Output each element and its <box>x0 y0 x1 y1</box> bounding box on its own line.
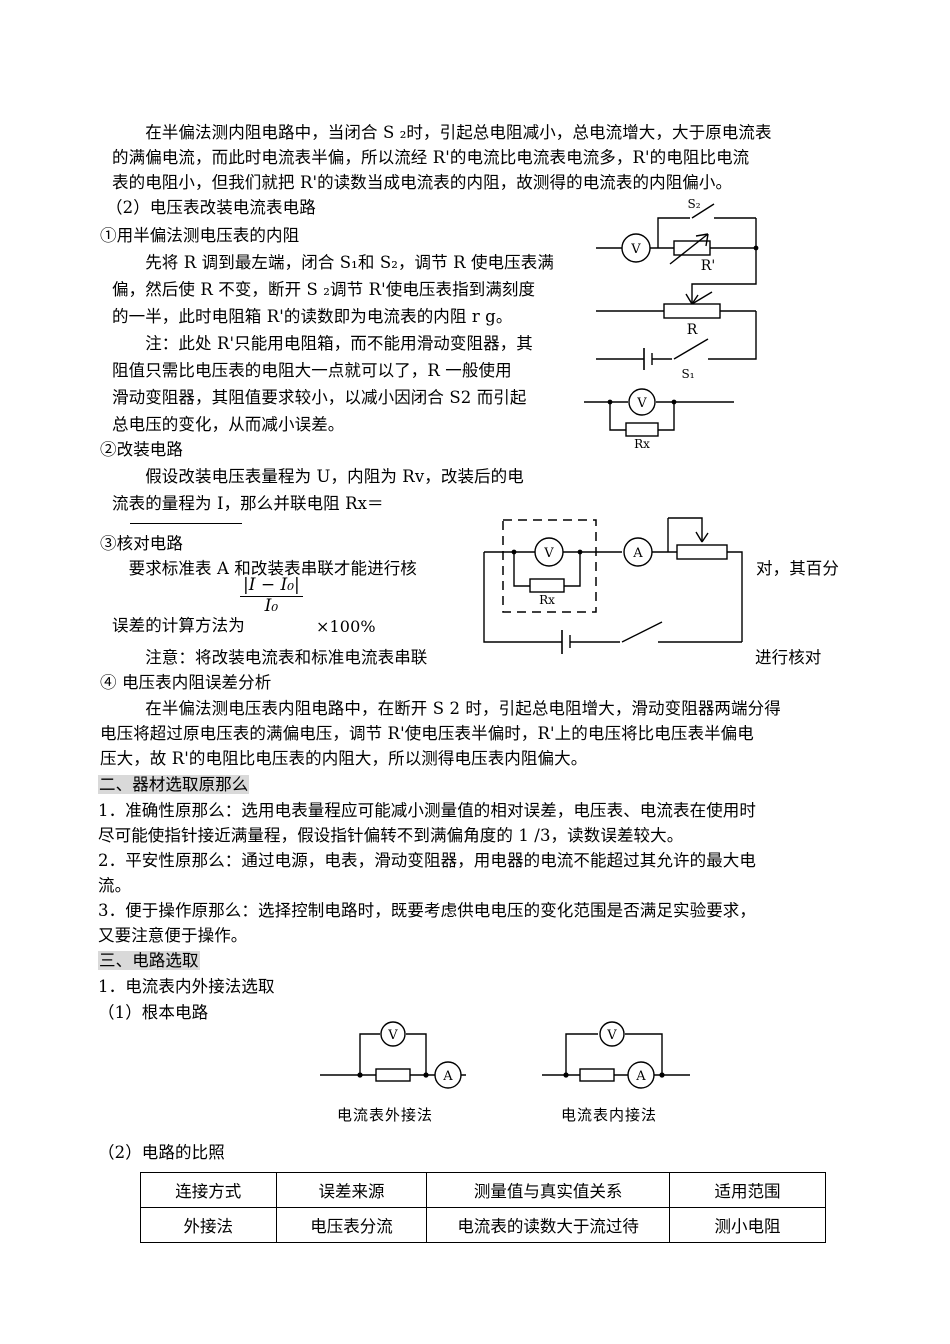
rx-label: Rx <box>634 437 650 451</box>
voltmeter-symbol-label: V <box>387 1028 398 1043</box>
table-header-cell: 连接方式 <box>140 1172 277 1208</box>
table-cell: 外接法 <box>140 1207 277 1243</box>
table-cell: 测小电阻 <box>668 1207 827 1243</box>
subheading-voltmeter-to-ammeter: （2）电压表改装电流表电路 <box>106 198 316 217</box>
s1-label: S₁ <box>681 367 694 381</box>
paragraph-line: 注：此处 R'只能用电阻箱，而不能用滑动变阻器，其 <box>112 334 533 353</box>
formula-suffix: ×100% <box>316 617 376 636</box>
paragraph-line: 阻值只需比电压表的电阻大一点就可以了，R 一般使用 <box>112 361 512 380</box>
paragraph-line: 压大，故 R'的电阻比电压表的内阻大，所以测得电压表内阻偏大。 <box>100 749 588 768</box>
formula-denominator: I₀ <box>264 595 279 616</box>
paragraph-line: 的一半，此时电阻箱 R'的读数即为电流表的内阻 r g。 <box>112 307 513 326</box>
paragraph-line: 总电压的变化，从而减小误差。 <box>112 415 345 434</box>
table-row: 外接法 电压表分流 电流表的读数大于流过待 测小电阻 <box>140 1207 827 1243</box>
caption-ammeter-internal: 电流表内接法 <box>561 1106 658 1124</box>
paragraph-line: （2）电路的比照 <box>98 1143 225 1162</box>
paragraph-line: 误差的计算方法为 <box>112 616 245 635</box>
section-3-heading-text: 三、电路选取 <box>98 951 200 970</box>
item4-title: ④ 电压表内阻误差分析 <box>100 673 272 692</box>
table-header-row: 连接方式 误差来源 测量值与真实值关系 适用范围 <box>140 1172 827 1208</box>
circuit-voltmeter-half-deflection: V R' S₂ R <box>596 196 846 386</box>
voltmeter-symbol-label: V <box>636 396 647 411</box>
paragraph-line: 1．电流表内外接法选取 <box>98 977 275 996</box>
section-2-heading: 二、器材选取原那么 <box>98 772 250 797</box>
blank-answer-rule <box>130 523 242 524</box>
r-label: R <box>687 322 698 338</box>
paragraph-line: 在半偏法测电压表内阻电路中，在断开 S 2 时，引起总电阻增大，滑动变阻器两端分… <box>112 699 781 718</box>
formula-numerator: |I − I₀| <box>240 576 303 597</box>
voltmeter-symbol-label: V <box>543 546 554 561</box>
table-cell: 电流表的读数大于流过待 <box>426 1207 670 1243</box>
paragraph-line: 流表的量程为 I，那么并联电阻 Rx＝ <box>112 494 384 513</box>
item2-title: ②改装电路 <box>100 440 183 459</box>
paragraph-line: 3．便于操作原那么：选择控制电路时，既要考虑供电电压的变化范围是否满足实验要求， <box>98 901 756 920</box>
voltmeter-symbol-label: V <box>630 242 641 257</box>
circuit-calibration: V Rx A <box>462 514 762 659</box>
item3-title: ③核对电路 <box>100 534 183 553</box>
paragraph-line: 在半偏法测内阻电路中，当闭合 S ₂时，引起总电阻减小，总电流增大，大于原电流表 <box>112 123 772 142</box>
s2-label: S₂ <box>687 197 700 211</box>
ammeter-symbol-label: A <box>632 546 643 561</box>
error-formula: |I − I₀| I₀ <box>240 576 303 616</box>
section-3-heading: 三、电路选取 <box>98 948 200 973</box>
caption-ammeter-external: 电流表外接法 <box>337 1106 434 1124</box>
paragraph-line: 电压将超过原电压表的满偏电压，调节 R'使电压表半偏时，R'上的电压将比电压表半… <box>100 724 754 743</box>
paragraph-line: （1）根本电路 <box>98 1003 209 1022</box>
paragraph-line: 2．平安性原那么：通过电源，电表，滑动变阻器，用电器的电流不能超过其允许的最大电 <box>98 851 756 870</box>
paragraph-line: 偏，然后使 R 不变，断开 S ₂调节 R'使电压表指到满刻度 <box>112 280 536 299</box>
table-header-cell: 测量值与真实值关系 <box>426 1172 670 1208</box>
circuit-ammeter-external: V A <box>318 1020 498 1100</box>
ammeter-symbol-label: A <box>442 1069 453 1084</box>
ammeter-symbol-label: A <box>635 1069 646 1084</box>
paragraph-line-right: 进行核对 <box>755 648 822 667</box>
paragraph-line: 滑动变阻器，其阻值要求较小，以减小因闭合 S2 而引起 <box>112 388 527 407</box>
item1-title: ①用半偏法测电压表的内阻 <box>100 226 300 245</box>
paragraph-line: 假设改装电压表量程为 U，内阻为 Rv，改装后的电 <box>112 467 524 486</box>
rx-label: Rx <box>539 593 555 607</box>
paragraph-line: 流。 <box>98 876 132 895</box>
paragraph-line: 的满偏电流，而此时电流表半偏，所以流经 R'的电流比电流表电流多，R'的电阻比电… <box>112 148 750 167</box>
paragraph-line: 又要注意便于操作。 <box>98 926 248 945</box>
circuit-ammeter-internal: V A <box>540 1020 720 1100</box>
circuit-rx-parallel: V Rx <box>582 388 762 451</box>
paragraph-line: 表的电阻小，但我们就把 R'的读数当成电流表的内阻，故测得的电流表的内阻偏小。 <box>112 173 733 192</box>
table-cell: 电压表分流 <box>275 1207 428 1243</box>
paragraph-line: 注意：将改装电流表和标准电流表串联 <box>112 648 428 667</box>
paragraph-line: 尽可能使指针接近满量程，假设指针偏转不到满偏角度的 1 /3，读数误差较大。 <box>98 826 684 845</box>
comparison-table: 连接方式 误差来源 测量值与真实值关系 适用范围 外接法 电压表分流 电流表的读… <box>140 1172 827 1243</box>
paragraph-line: 先将 R 调到最左端，闭合 S₁和 S₂，调节 R 使电压表满 <box>112 253 554 272</box>
table-header-cell: 适用范围 <box>668 1172 827 1208</box>
paragraph-line: 1．准确性原那么：选用电表量程应可能减小测量值的相对误差，电压表、电流表在使用时 <box>98 801 756 820</box>
voltmeter-symbol-label: V <box>606 1028 617 1043</box>
paragraph-line-right: 对，其百分 <box>756 559 839 578</box>
r-prime-label: R' <box>701 258 715 274</box>
table-header-cell: 误差来源 <box>275 1172 428 1208</box>
paragraph-line: 要求标准表 A 和改装表串联才能进行核 <box>112 559 417 578</box>
section-2-heading-text: 二、器材选取原那么 <box>98 775 250 794</box>
